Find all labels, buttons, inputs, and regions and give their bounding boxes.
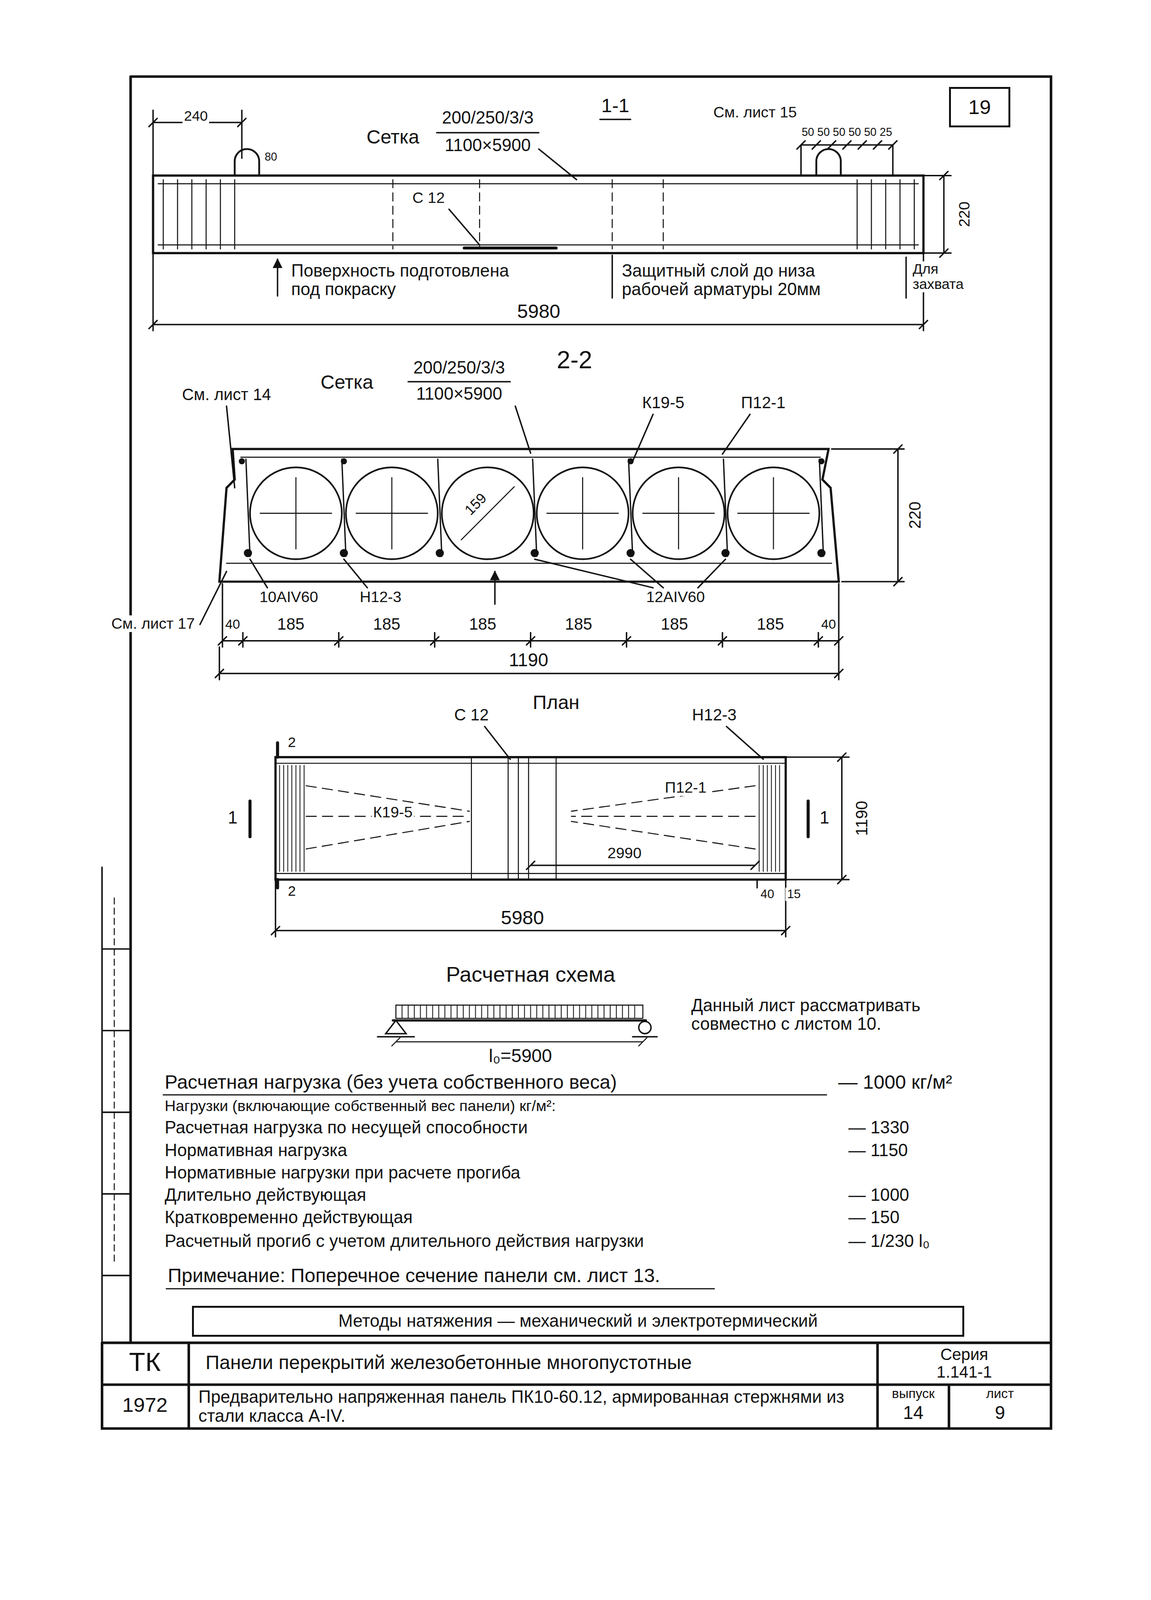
drawing-label: 1972: [120, 1393, 170, 1416]
drawing-label: См. лист 15: [711, 104, 799, 121]
drawing-label: Серия 1.141-1: [915, 1345, 1013, 1382]
drawing-label: 200/250/3/3: [412, 358, 507, 377]
drawing-label: К19-5: [640, 393, 686, 412]
drawing-label: 14: [901, 1402, 925, 1423]
drawing-label: 185: [467, 615, 498, 634]
drawing-label: — 1000 кг/м²: [836, 1071, 954, 1093]
drawing-label: Поверхность подготовлена под покраску: [289, 261, 543, 299]
drawing-label: — 150: [846, 1208, 902, 1227]
drawing-label: Нормативная нагрузка: [163, 1141, 349, 1160]
drawing-label: 12АIV60: [644, 588, 707, 606]
drawing-label: С 12: [411, 189, 447, 207]
drawing-label: Н12-3: [358, 588, 403, 606]
drawing-label: 5980: [515, 300, 562, 322]
drawing-label: П12-1: [739, 393, 787, 412]
drawing-label: Данный лист рассматривать совместно с ли…: [689, 996, 1009, 1034]
drawing-label: 1: [818, 808, 831, 827]
drawing-label: Примечание: Поперечное сечение панели см…: [166, 1265, 662, 1286]
drawing-label: лист: [984, 1386, 1016, 1401]
box-text: Методы натяжения — механический и электр…: [338, 1311, 818, 1331]
drawing-label: Панели перекрытий железобетонные многопу…: [203, 1352, 693, 1373]
drawing-label: 185: [659, 615, 690, 634]
drawing-label: выпуск: [890, 1386, 937, 1401]
drawing-label: П12-1: [663, 779, 709, 797]
drawing-label: — 1330: [846, 1118, 911, 1137]
drawing-label: Расчетная схема: [444, 963, 617, 987]
drawing-label: 1: [226, 808, 239, 827]
drawing-label: 15: [785, 887, 803, 902]
drawing-label: 240: [182, 108, 210, 124]
drawing-label: Предварительно напряженная панель ПК10-6…: [196, 1387, 873, 1426]
box-text: 19: [968, 95, 991, 119]
drawing-label: — 1/230 l₀: [846, 1231, 931, 1251]
drawing-label: См. лист 17: [109, 615, 197, 633]
drawing-label: 1100×5900: [443, 135, 533, 155]
drawing-label: ТК: [127, 1347, 163, 1377]
drawing-label: 2: [286, 734, 298, 750]
drawing-label: План: [531, 691, 581, 713]
drawing-label: 50 50 50 50 50 25: [800, 126, 894, 139]
drawing-label: — 1150: [846, 1141, 910, 1160]
drawing-label: 2-2: [555, 346, 594, 374]
drawing-label: 80: [263, 151, 279, 164]
drawing-label: 220: [906, 500, 924, 531]
drawing-label: Расчетная нагрузка по несущей способност…: [163, 1118, 530, 1137]
drawing-label: 185: [563, 615, 594, 634]
drawing-label: 1190: [507, 650, 550, 671]
drawing-label: 200/250/3/3: [440, 108, 536, 127]
drawing-label: Расчетная нагрузка (без учета собственно…: [163, 1071, 619, 1093]
drawing-label: — 1000: [846, 1185, 911, 1205]
drawing-label: См. лист 14: [180, 385, 273, 404]
drawing-label: Н12-3: [690, 706, 739, 724]
drawing-label: 9: [993, 1402, 1007, 1423]
drawing-label: Сетка: [364, 126, 421, 148]
drawing-label: 40: [223, 617, 242, 632]
drawing-label: l₀=5900: [487, 1045, 554, 1066]
drawing-label: Расчетный прогиб с учетом длительного де…: [163, 1231, 646, 1251]
drawing-label: 220: [956, 200, 973, 229]
drawing-label: 40: [758, 887, 776, 902]
drawing-label: 5980: [499, 907, 546, 929]
drawing-label: Защитный слой до низа рабочей арматуры 2…: [620, 261, 879, 299]
drawing-label: 185: [755, 615, 786, 634]
drawing-label: 1-1: [599, 95, 631, 116]
drawing-label: 2990: [605, 844, 643, 862]
drawing-label: Длительно действующая: [163, 1185, 368, 1205]
drawing-label: Нормативные нагрузки при расчете прогиба: [163, 1163, 522, 1182]
drawing-label: 40: [819, 617, 838, 632]
drawing-label: 185: [275, 615, 306, 634]
drawing-label: 2: [286, 883, 298, 899]
drawing-label: 10АIV60: [258, 588, 320, 606]
drawing-label: С 12: [452, 706, 491, 724]
drawing-label: К19-5: [371, 804, 414, 821]
note-box: Методы натяжения — механический и электр…: [191, 1305, 965, 1337]
drawing-label: 1190: [853, 799, 872, 838]
sheet-number-box: 19: [949, 86, 1011, 128]
drawing-label: Для захвата: [911, 261, 979, 293]
drawing-label: Сетка: [319, 371, 375, 393]
drawing-label: Нагрузки (включающие собственный вес пан…: [163, 1097, 558, 1115]
drawing-label: 185: [371, 615, 402, 634]
drawing-label: Кратковременно действующая: [163, 1208, 415, 1227]
drawing-label: 1100×5900: [414, 384, 504, 403]
